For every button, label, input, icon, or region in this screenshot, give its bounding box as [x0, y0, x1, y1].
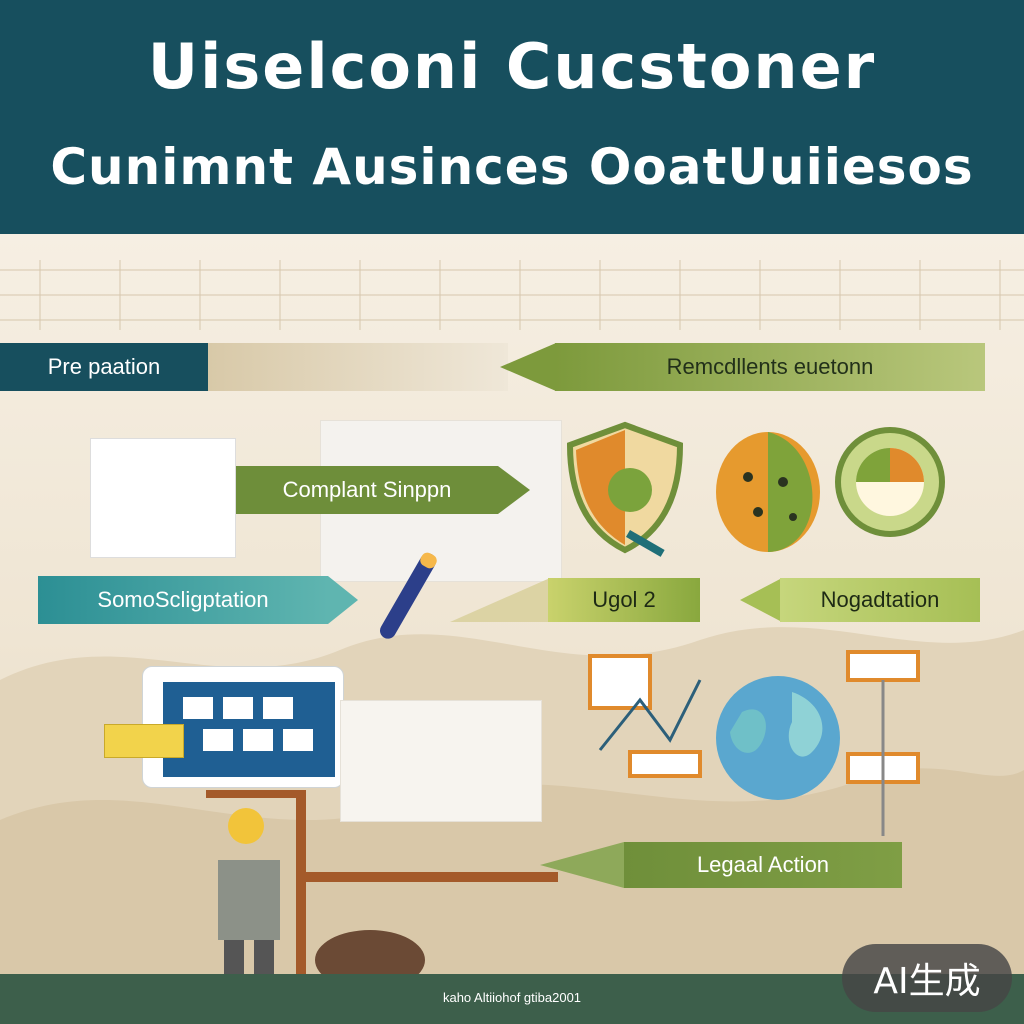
document-panel-lower: [340, 700, 542, 822]
ugol-arrow: [450, 578, 550, 622]
remediation-banner: Remcdllents euetonn: [555, 343, 985, 391]
negotiation-banner: Nogadtation: [780, 578, 980, 622]
signpost-network-icon: [588, 654, 702, 778]
negotiation-arrow: [740, 578, 782, 622]
somosclig-banner: SomoScligptation: [38, 576, 328, 624]
somosclig-arrow: [328, 576, 358, 624]
signpost-right-icon: [846, 650, 920, 836]
shield-icon: [566, 421, 684, 557]
preparation-bar-tail: [208, 343, 508, 391]
title-line-1: Uiselconi Cucstoner: [147, 30, 877, 103]
ugol-banner: Ugol 2: [548, 578, 700, 622]
sketch-grid-decoration: [0, 260, 1024, 330]
legal-action-banner: Legaal Action: [624, 842, 902, 888]
pen-icon: [380, 552, 437, 639]
preparation-banner: Pre paation: [0, 343, 208, 391]
yellow-label-tag: [104, 724, 184, 758]
blank-document-panel: [90, 438, 236, 558]
pie-lens-icon: [835, 427, 945, 537]
header-banner: Uiselconi Cucstoner Cunimnt Ausinces Ooa…: [0, 0, 1024, 234]
complaint-arrow: [498, 466, 530, 514]
ai-generated-badge: AI生成: [842, 944, 1012, 1012]
globe-icon: [716, 676, 840, 800]
grid-window-icon: [163, 682, 335, 777]
complaint-banner: Complant Sinppn: [236, 466, 498, 514]
worker-figure-icon: [206, 790, 558, 974]
footer-caption: kaho Altiiohof gtiba2001: [442, 990, 582, 1005]
leaf-shield-icon: [716, 432, 820, 552]
title-line-2: Cunimnt Ausinces OoatUuiiesos: [50, 138, 974, 196]
remediation-arrow: [500, 343, 556, 391]
